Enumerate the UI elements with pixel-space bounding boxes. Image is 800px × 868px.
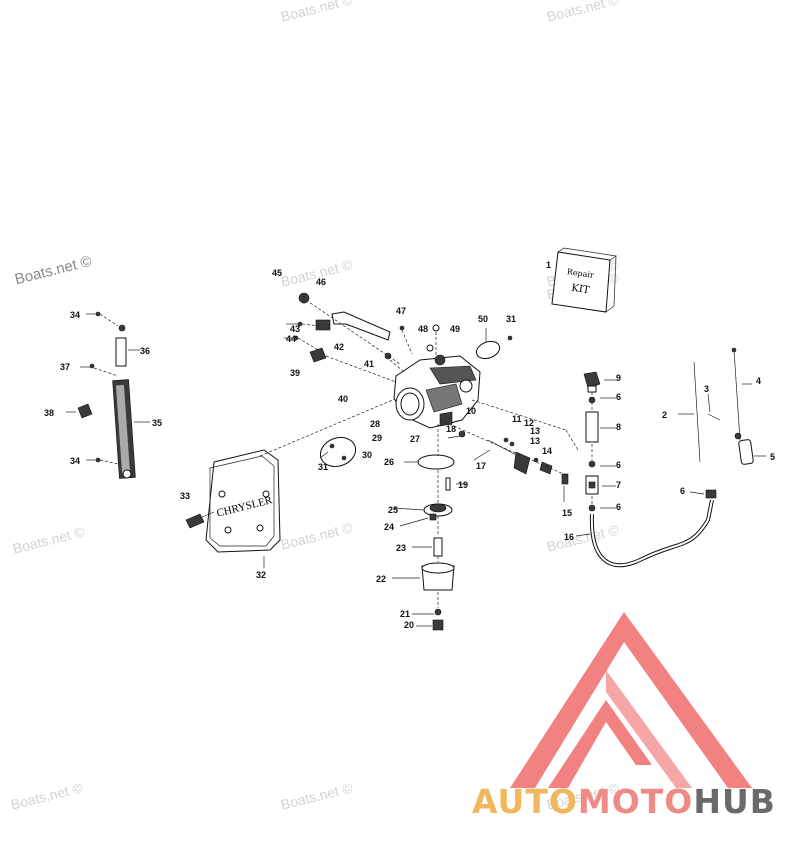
callout-number: 41	[364, 359, 374, 369]
callout-number: 15	[562, 508, 572, 518]
callout-number: 26	[384, 457, 394, 467]
air-silencer-cover: CHRYSLER	[185, 395, 403, 568]
callout-number: 27	[410, 434, 420, 444]
repair-kit-label-line2: KIT	[571, 283, 591, 296]
callout-number: 22	[376, 574, 386, 584]
callout-number: 19	[458, 480, 468, 490]
callout-number: 31	[506, 314, 516, 324]
callout-number: 38	[44, 408, 54, 418]
callout-number: 4	[756, 376, 761, 386]
top-cover-plate	[475, 328, 513, 360]
callout-number: 11	[512, 414, 522, 424]
repair-kit-label-line1: Repair	[566, 267, 594, 280]
callout-number: 17	[476, 461, 486, 471]
callout-number: 44	[286, 334, 296, 344]
callout-number: 40	[338, 394, 348, 404]
callout-number: 10	[466, 406, 476, 416]
callout-number: 21	[400, 609, 410, 619]
logo-word-part: MOTO	[577, 782, 694, 821]
callout-number: 49	[450, 324, 460, 334]
callout-number: 9	[616, 373, 621, 383]
callout-number: 46	[316, 277, 326, 287]
fuel-hose	[575, 489, 717, 568]
callout-number: 32	[256, 570, 266, 580]
callout-number: 37	[60, 362, 70, 372]
callout-number: 2	[662, 410, 667, 420]
callout-number: 24	[384, 522, 394, 532]
throttle-shaft-upper	[284, 292, 413, 383]
callout-number: 14	[542, 446, 552, 456]
callout-number: 34	[70, 310, 80, 320]
callout-number: 6	[616, 460, 621, 470]
callout-number: 29	[372, 433, 382, 443]
gasket-plate	[319, 436, 357, 468]
plug-and-washer	[432, 324, 440, 358]
callout-number: 30	[362, 450, 372, 460]
callout-number: 1	[546, 260, 551, 270]
repair-kit-box: Repair KIT	[551, 247, 617, 313]
callout-number: 12	[524, 418, 534, 428]
callout-number: 50	[478, 314, 488, 324]
callout-number: 47	[396, 306, 406, 316]
callout-number: 23	[396, 543, 406, 553]
callout-number: 34	[70, 456, 80, 466]
callout-number: 5	[770, 452, 775, 462]
choke-rods	[678, 347, 766, 465]
callout-number: 3	[704, 384, 709, 394]
automotohub-logo-text: AUTOMOTOHUB	[472, 782, 776, 821]
carburetor-body	[393, 344, 481, 429]
callout-number: 6	[616, 502, 621, 512]
callout-number: 6	[616, 392, 621, 402]
callout-number: 28	[370, 419, 380, 429]
callout-number: 13	[530, 426, 540, 436]
fuel-filter-stack	[583, 371, 618, 512]
automotohub-logo-mark	[510, 612, 752, 788]
callout-number: 39	[290, 368, 300, 378]
callout-number: 13	[530, 436, 540, 446]
callout-number: 8	[616, 422, 621, 432]
callout-number: 43	[290, 324, 300, 334]
callout-number: 18	[446, 424, 456, 434]
float-bowl-assembly	[392, 424, 466, 631]
callout-number: 36	[140, 346, 150, 356]
callout-number: 48	[418, 324, 428, 334]
callout-number: 33	[180, 491, 190, 501]
callout-number: 25	[388, 505, 398, 515]
callout-number: 42	[334, 342, 344, 352]
callout-number: 45	[272, 268, 282, 278]
logo-word-part: HUB	[693, 782, 776, 821]
callout-number: 35	[152, 418, 162, 428]
callout-number: 7	[616, 480, 621, 490]
callout-number: 6	[680, 486, 685, 496]
throttle-linkage-left	[66, 311, 150, 479]
logo-word-part: AUTO	[472, 782, 578, 821]
callout-number: 20	[404, 620, 414, 630]
callout-number: 31	[318, 462, 328, 472]
callout-number: 16	[564, 532, 574, 542]
needle-valve-assembly	[439, 399, 579, 502]
